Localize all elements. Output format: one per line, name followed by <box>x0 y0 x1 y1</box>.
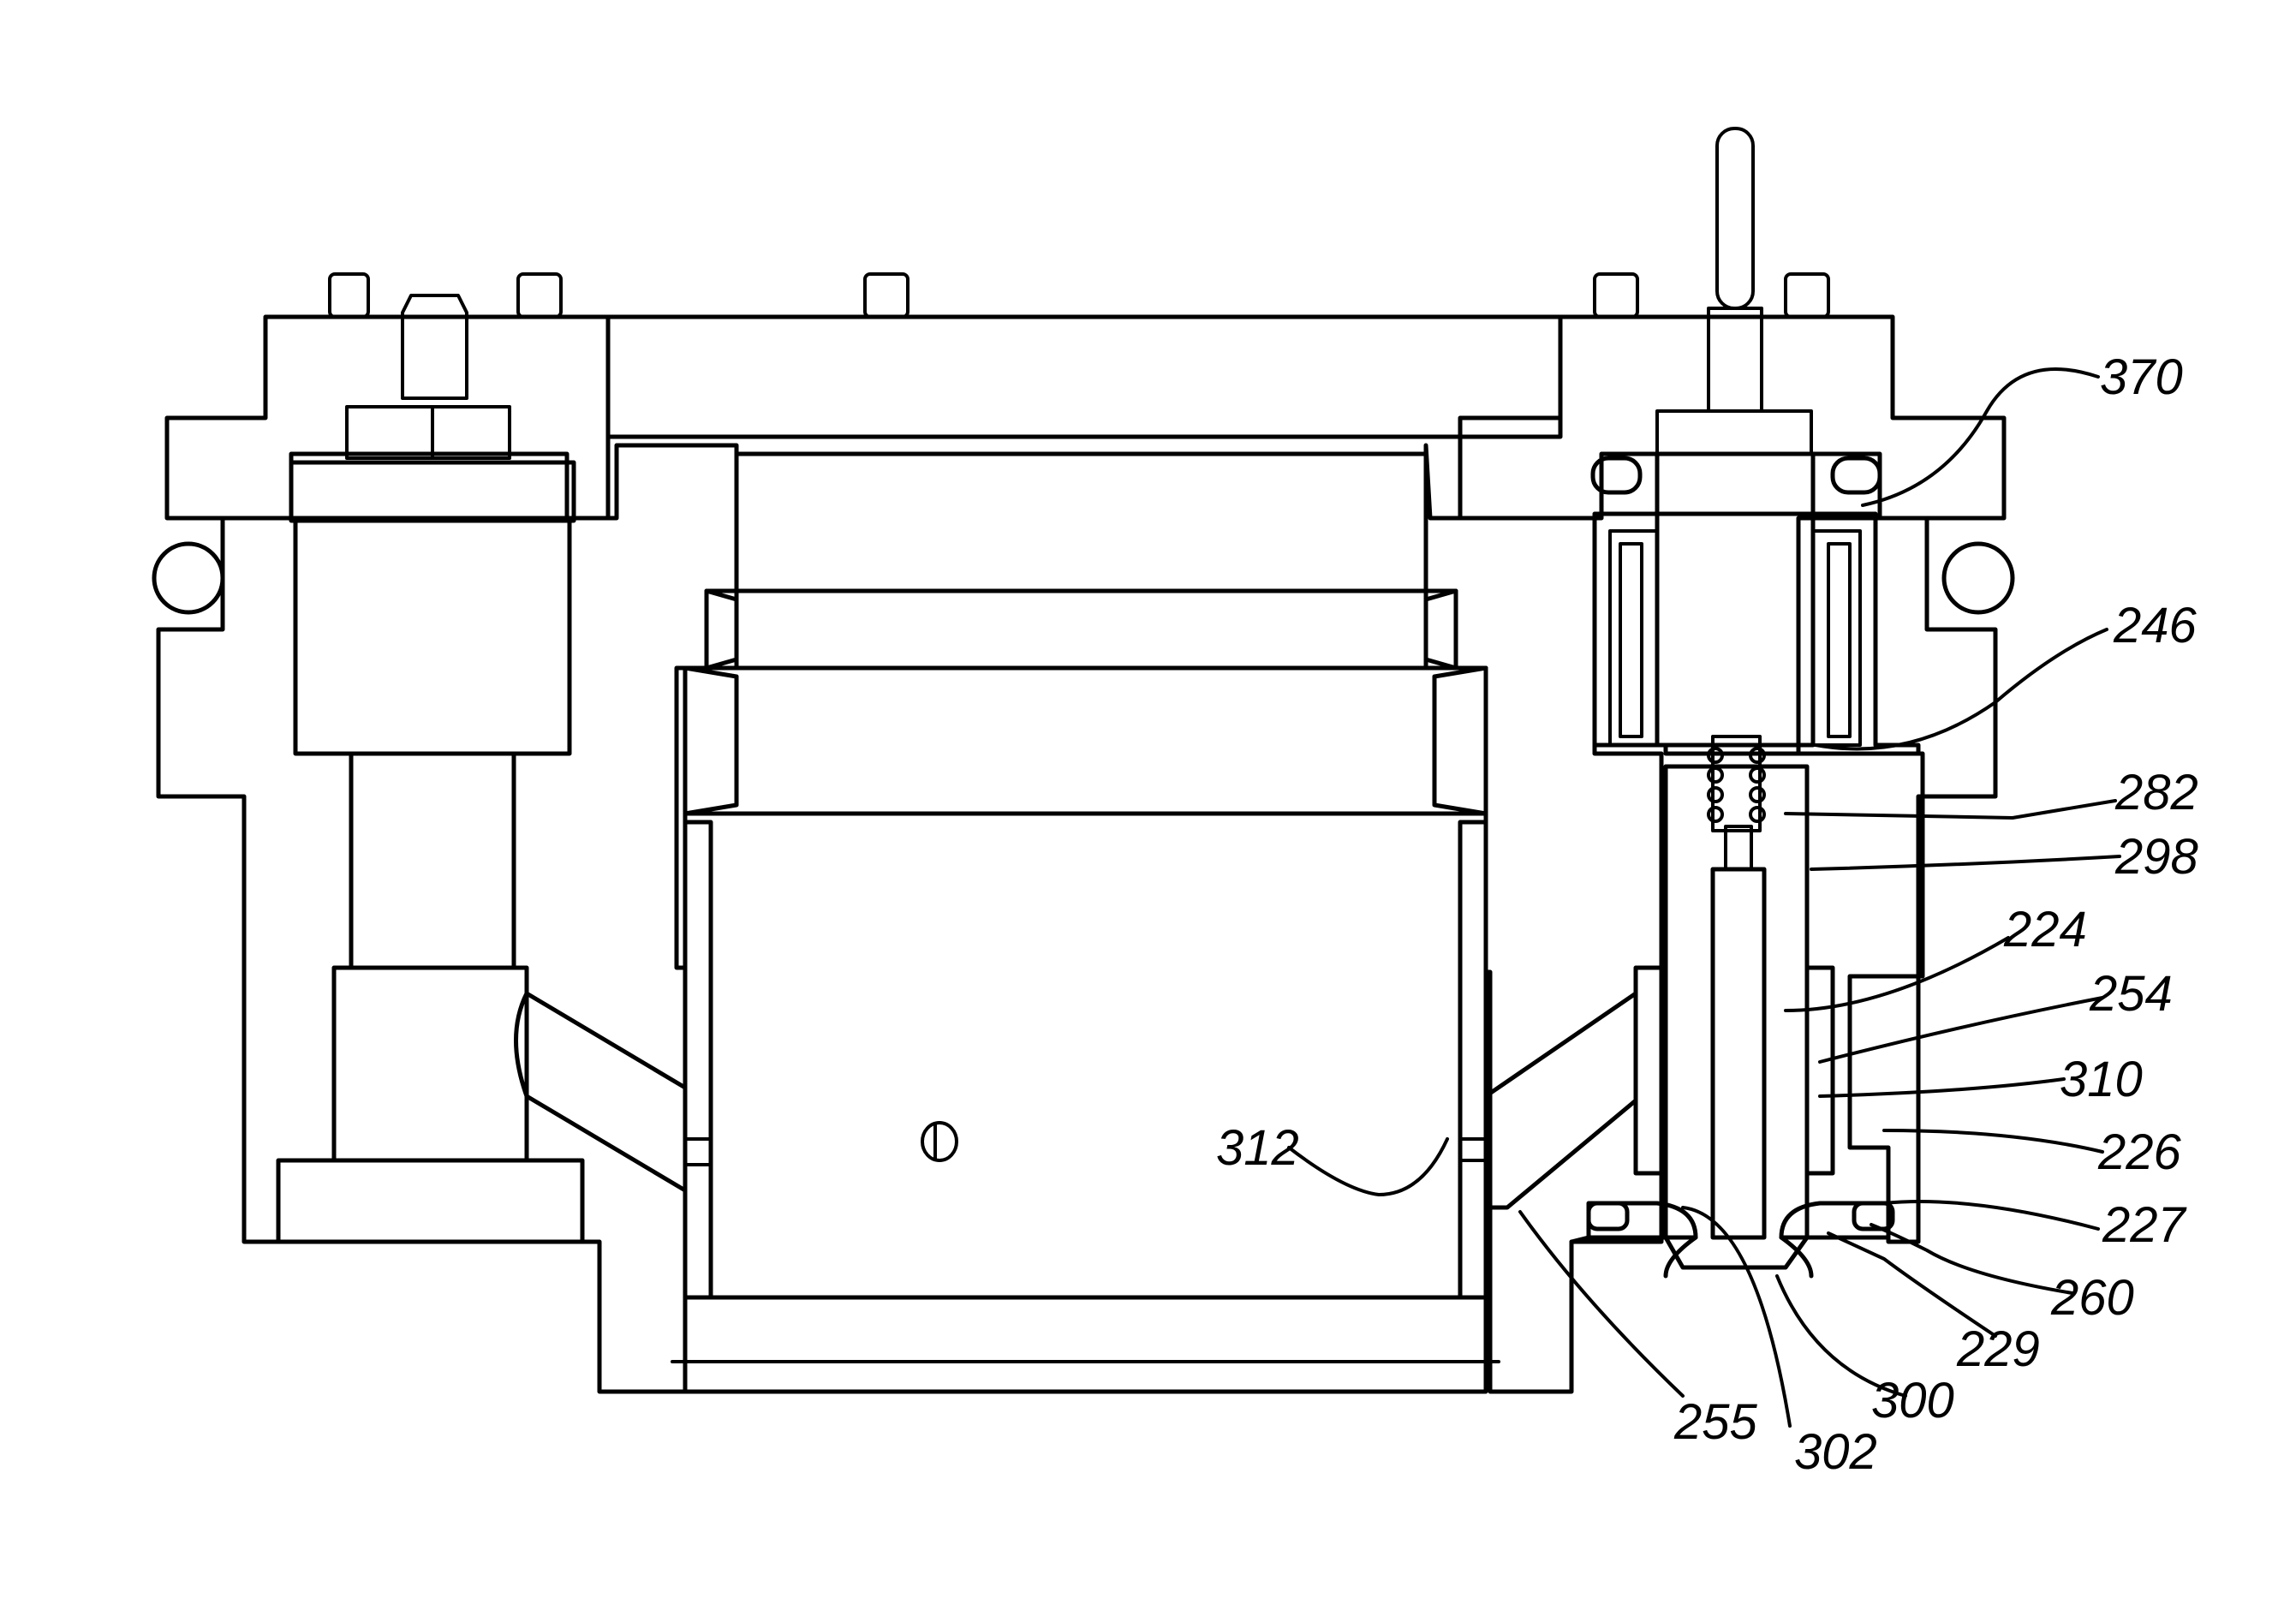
label-246: 246 <box>2113 598 2198 653</box>
label-312: 312 <box>1216 1120 1299 1176</box>
center-sleeve <box>672 454 1499 1392</box>
label-229: 229 <box>1956 1321 2040 1377</box>
left-valve <box>278 462 685 1242</box>
label-300: 300 <box>1871 1373 1954 1428</box>
label-226: 226 <box>2097 1124 2182 1180</box>
label-302: 302 <box>1794 1424 1877 1480</box>
right-valve <box>1486 128 1918 1276</box>
spring-coils <box>1709 748 1764 821</box>
reference-labels: 370 246 282 298 224 254 310 226 227 260 … <box>1216 349 2198 1480</box>
label-310: 310 <box>2060 1052 2143 1107</box>
label-224: 224 <box>2003 902 2087 957</box>
label-370: 370 <box>2100 349 2183 405</box>
label-282: 282 <box>2114 765 2198 820</box>
outer-o-rings <box>154 544 2013 612</box>
top-cap <box>167 317 2004 518</box>
label-254: 254 <box>2089 966 2173 1022</box>
label-227: 227 <box>2102 1197 2188 1253</box>
bolts <box>330 274 1828 458</box>
label-255: 255 <box>1673 1394 1758 1450</box>
label-298: 298 <box>2114 829 2198 885</box>
label-260: 260 <box>2050 1270 2134 1326</box>
main-body-left <box>158 445 737 1392</box>
